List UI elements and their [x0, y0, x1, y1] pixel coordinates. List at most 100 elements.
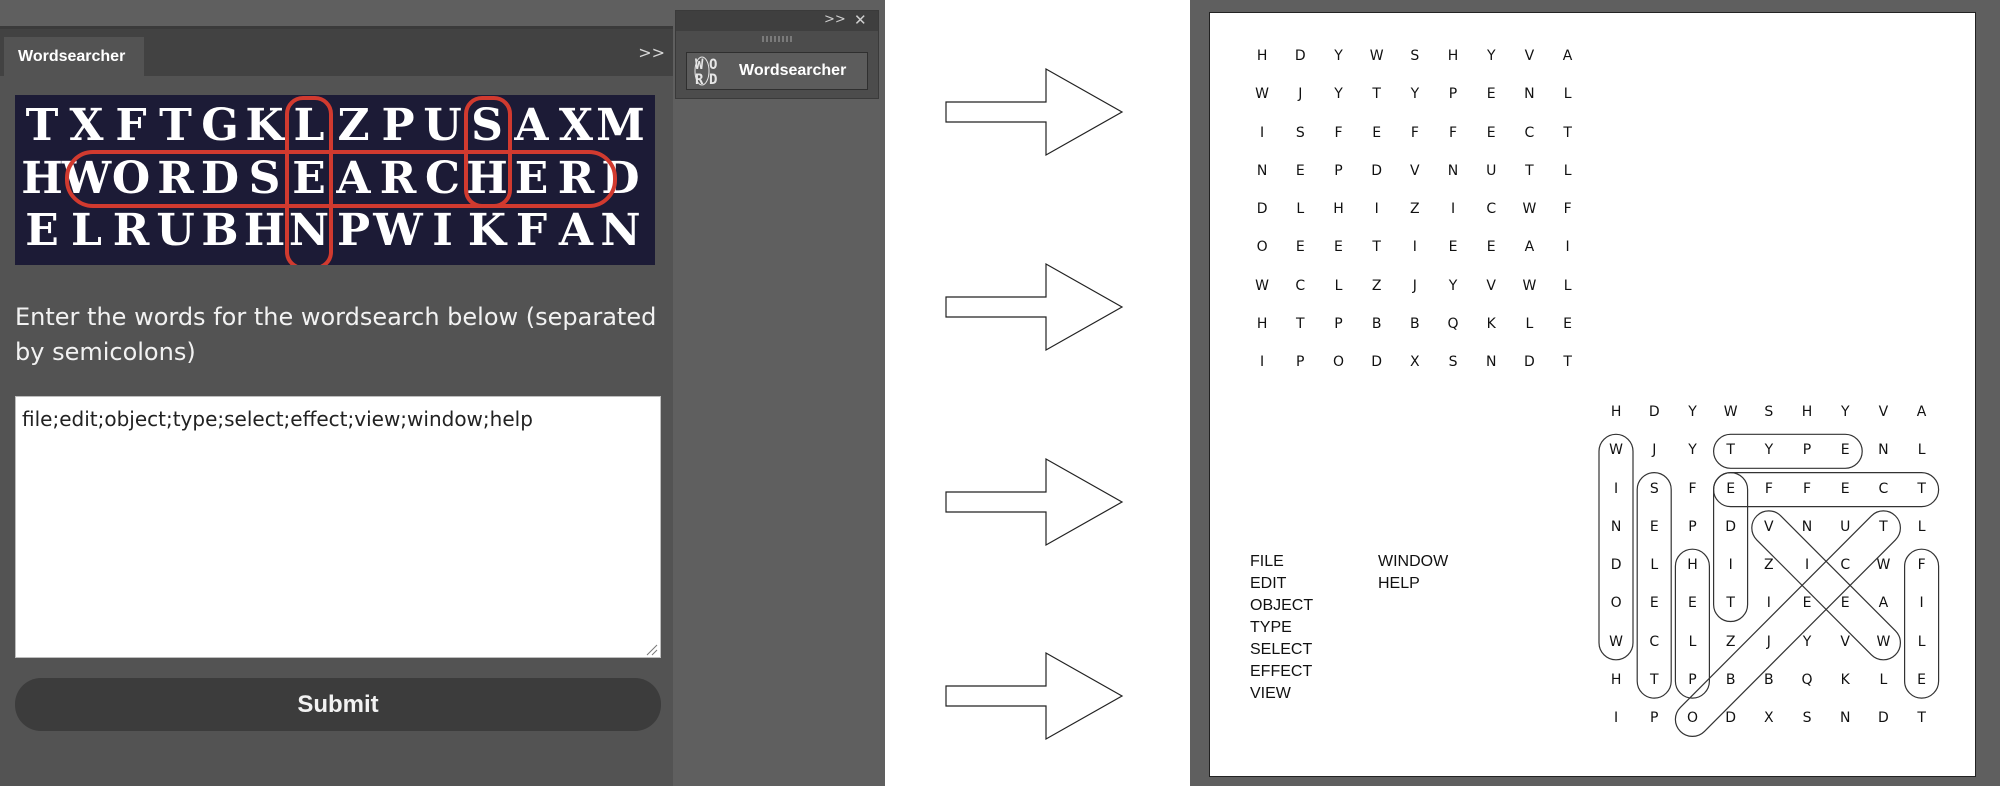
grid-letter: L	[1563, 277, 1572, 294]
banner-letter: Z	[337, 100, 369, 151]
panel-tab-bar: Wordsearcher >>	[0, 29, 673, 76]
grid-letter: D	[1878, 710, 1889, 727]
banner-letter: C	[425, 153, 460, 204]
submit-button[interactable]: Submit	[15, 678, 661, 731]
right-arrow-icon	[945, 262, 1124, 352]
grid-letter: L	[1296, 201, 1305, 218]
grid-letter: I	[1728, 557, 1733, 574]
banner-letter: E	[25, 205, 59, 256]
grid-letter: C	[1840, 557, 1851, 574]
grid-letter: Y	[1410, 86, 1420, 103]
grid-letter: F	[1449, 124, 1458, 141]
grid-letter: Y	[1334, 48, 1343, 64]
banner-letter: H	[244, 205, 286, 256]
grid-letter: J	[1412, 277, 1417, 294]
grid-letter: I	[1260, 124, 1265, 141]
grid-letter: T	[1650, 672, 1659, 689]
grid-letter: T	[1372, 86, 1381, 103]
grid-letter: P	[1688, 518, 1697, 535]
banner-letter: W	[372, 205, 423, 256]
grid-letter: T	[1296, 316, 1305, 333]
grid-letter: H	[1610, 672, 1622, 689]
close-icon[interactable]: ✕	[854, 11, 867, 29]
banner-letter: R	[380, 153, 417, 204]
grid-letter: O	[1610, 595, 1622, 612]
grid-letter: F	[1563, 201, 1572, 218]
svg-text:W: W	[695, 57, 704, 73]
wordsearcher-button[interactable]: W O R D Wordsearcher	[686, 52, 868, 90]
grid-letter: I	[1412, 239, 1417, 256]
grid-letter: I	[1614, 710, 1619, 727]
grid-letter: N	[1878, 442, 1889, 459]
banner-letter: G	[201, 100, 239, 151]
grid-letter: N	[1801, 518, 1813, 535]
grid-letter: L	[1525, 316, 1534, 333]
grid-letter: C	[1524, 124, 1535, 141]
grid-letter: B	[1764, 672, 1774, 689]
expand-panel-icon[interactable]: >>	[824, 12, 846, 27]
grid-letter: E	[1295, 239, 1305, 256]
grid-letter: N	[1256, 162, 1268, 179]
grid-letter: W	[1876, 557, 1891, 574]
grid-letter: V	[1410, 162, 1420, 179]
words-input[interactable]: file;edit;object;type;select;effect;view…	[15, 396, 661, 658]
grid-letter: L	[1917, 518, 1926, 535]
grid-letter: I	[1450, 201, 1456, 218]
word-list-item: VIEW	[1250, 685, 1291, 702]
banner-letter: X	[559, 100, 594, 151]
grid-letter: D	[1371, 162, 1383, 179]
grid-letter: Z	[1410, 201, 1420, 218]
drag-handle-icon[interactable]	[762, 36, 794, 42]
grid-letter: J	[1766, 633, 1771, 650]
tab-wordsearcher[interactable]: Wordsearcher	[4, 37, 144, 76]
word-list-item: FILE	[1250, 553, 1284, 570]
banner-letter: U	[423, 100, 461, 151]
banner-letter: K	[245, 100, 285, 151]
banner-letter: W	[61, 153, 112, 204]
grid-letter: Y	[1448, 277, 1458, 294]
grid-letter: L	[1879, 672, 1888, 689]
grid-letter: S	[1410, 48, 1420, 64]
banner-letter: T	[26, 100, 59, 151]
grid-letter: Y	[1334, 86, 1343, 103]
banner-letter: U	[156, 205, 194, 256]
grid-letter: W	[1522, 201, 1537, 218]
grid-letter: Q	[1447, 316, 1459, 333]
grid-letter: S	[1295, 124, 1305, 141]
banner-highlight-horizontal	[65, 150, 617, 208]
svg-text:D: D	[709, 72, 717, 87]
grid-letter: E	[1486, 124, 1496, 141]
grid-letter: Y	[1688, 404, 1697, 420]
grid-letter: O	[1256, 239, 1268, 256]
grid-letter: B	[1371, 316, 1382, 333]
grid-letter: E	[1486, 86, 1496, 103]
grid-letter: F	[1803, 480, 1812, 497]
grid-letter: E	[1649, 595, 1659, 612]
svg-text:O: O	[709, 57, 717, 73]
instruction-text: Enter the words for the wordsearch below…	[15, 303, 657, 366]
grid-letter: W	[1876, 633, 1891, 650]
grid-letter: H	[1610, 404, 1622, 420]
grid-letter: O	[1686, 710, 1698, 727]
grid-letter: N	[1524, 86, 1535, 103]
grid-letter: J	[1298, 86, 1303, 103]
grid-letter: X	[1410, 354, 1420, 371]
resize-grip-icon[interactable]	[644, 642, 658, 656]
grid-letter: O	[1332, 354, 1344, 371]
banner-letter: R	[113, 205, 150, 256]
grid-letter: E	[1486, 239, 1496, 256]
grid-letter: W	[1522, 277, 1537, 294]
grid-letter: S	[1649, 480, 1659, 497]
grid-letter: C	[1649, 633, 1660, 650]
grid-letter: V	[1486, 277, 1496, 294]
double-chevron-right-icon[interactable]: >>	[638, 43, 665, 62]
wordsearcher-logo-icon: W O R D	[694, 56, 717, 87]
grid-letter: T	[1726, 595, 1735, 612]
banner-letter: E	[292, 153, 326, 204]
grid-letter: I	[1374, 201, 1379, 218]
word-list-item: EDIT	[1250, 575, 1287, 592]
grid-letter: D	[1256, 201, 1268, 218]
grid-letter: E	[1840, 480, 1850, 497]
grid-letter: C	[1486, 201, 1497, 218]
grid-letter: I	[1260, 354, 1265, 371]
